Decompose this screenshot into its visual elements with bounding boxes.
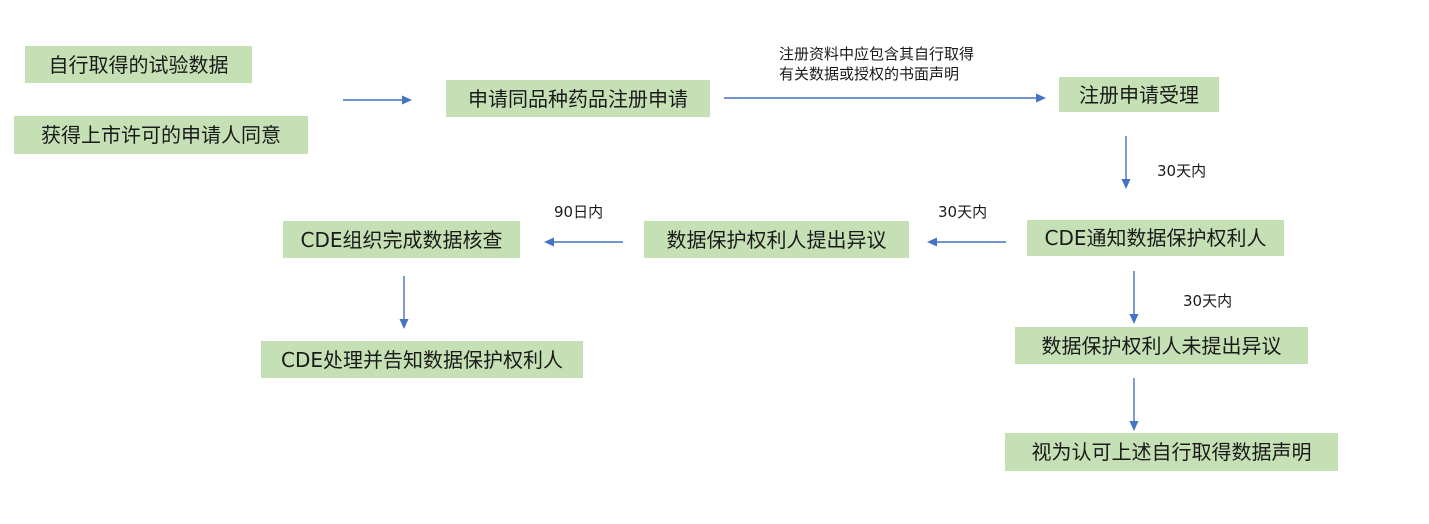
arrow-accept-to-notify (1121, 136, 1131, 189)
arrow-notify-to-no-objection (1129, 271, 1139, 324)
arrow-inputs-to-apply (343, 95, 412, 105)
statement-note: 注册资料中应包含其自行取得 有关数据或授权的书面声明 (779, 44, 974, 85)
node-self-data: 自行取得的试验数据 (25, 46, 252, 83)
node-accept: 注册申请受理 (1059, 77, 1219, 112)
arrow-apply-to-accept (724, 93, 1046, 103)
node-holder-consent: 获得上市许可的申请人同意 (14, 116, 308, 154)
time-label-objection-verify: 90日内 (554, 203, 604, 221)
arrow-objection-to-verify (544, 237, 623, 247)
arrow-no-objection-to-recognized (1129, 378, 1139, 431)
statement-note-line-1: 注册资料中应包含其自行取得 (779, 45, 975, 63)
node-apply: 申请同品种药品注册申请 (446, 80, 710, 117)
node-cde-notify: CDE通知数据保护权利人 (1027, 220, 1284, 256)
time-label-accept-notify: 30天内 (1157, 162, 1207, 180)
node-cde-verify: CDE组织完成数据核查 (283, 221, 520, 258)
node-recognized: 视为认可上述自行取得数据声明 (1005, 433, 1338, 471)
arrow-notify-to-objection (927, 237, 1006, 247)
node-no-objection: 数据保护权利人未提出异议 (1015, 327, 1308, 364)
statement-note-line-2: 有关数据或授权的书面声明 (779, 65, 960, 84)
node-objection: 数据保护权利人提出异议 (644, 221, 909, 258)
time-label-notify-objection: 30天内 (938, 203, 988, 221)
arrow-verify-to-process (399, 276, 409, 329)
time-label-notify-no-objection: 30天内 (1183, 292, 1233, 310)
node-cde-process: CDE处理并告知数据保护权利人 (261, 341, 583, 378)
